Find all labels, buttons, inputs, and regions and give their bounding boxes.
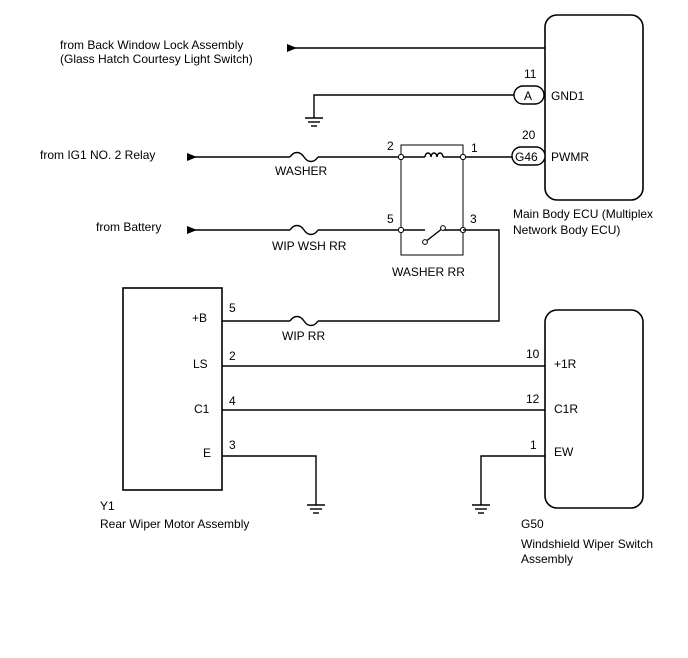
switch-pin-label-c1r: C1R	[554, 402, 578, 416]
wiper-switch-box	[544, 309, 644, 509]
relay-node-5	[397, 226, 405, 234]
pin-pwmr-number: 20	[522, 128, 536, 142]
motor-pin-label-e: E	[203, 446, 211, 460]
switch-pin-label-1r: +1R	[554, 357, 577, 371]
switch-pin-no-1r: 10	[526, 347, 540, 361]
fuse-wip-wsh-rr-icon	[289, 224, 319, 236]
source-ig1: from IG1 NO. 2 Relay	[40, 148, 155, 162]
arrow-battery-icon	[187, 226, 197, 234]
wire-relay-to-motor	[318, 229, 500, 322]
source-back-window-1: from Back Window Lock Assembly	[60, 38, 243, 52]
source-battery: from Battery	[96, 220, 161, 234]
connector-g46	[511, 146, 546, 166]
switch-name-1: Windshield Wiper Switch	[521, 537, 653, 551]
motor-pin-no-e: 3	[229, 438, 236, 452]
relay-contact-node-a	[422, 239, 428, 245]
arrow-ig1-icon	[187, 153, 197, 161]
wire-gnd1	[313, 94, 514, 118]
motor-pin-label-b: +B	[192, 311, 207, 325]
connector-g46-label: G46	[515, 150, 538, 164]
relay-contact-icon	[424, 227, 444, 243]
motor-pin-no-b: 5	[229, 301, 236, 315]
switch-pin-label-ew: EW	[554, 445, 574, 459]
rear-wiper-motor-box	[122, 287, 223, 491]
main-ecu-name-1: Main Body ECU (Multiplex	[513, 207, 653, 221]
switch-pin-no-ew: 1	[530, 438, 537, 452]
motor-name: Rear Wiper Motor Assembly	[100, 517, 249, 531]
switch-name-2: Assembly	[521, 552, 573, 566]
motor-pin-no-c1: 4	[229, 394, 236, 408]
ground-icon-motor	[307, 504, 325, 514]
relay-pin-1: 1	[471, 141, 478, 155]
fuse-wip-rr-icon	[289, 315, 319, 327]
main-ecu-name-2: Network Body ECU)	[513, 223, 620, 237]
pin-gnd1-number: 11	[524, 67, 537, 81]
ground-icon-switch	[472, 504, 490, 514]
switch-pin-no-c1r: 12	[526, 392, 540, 406]
main-body-ecu-box	[544, 14, 644, 201]
ground-icon-ecu	[305, 117, 323, 127]
relay-contact-node-b	[440, 225, 446, 231]
motor-pin-label-c1: C1	[194, 402, 210, 416]
motor-code: Y1	[100, 499, 115, 513]
motor-pin-no-ls: 2	[229, 349, 236, 363]
fuse-washer-label: WASHER	[275, 164, 328, 178]
relay-node-1	[459, 153, 467, 161]
fuse-wip-rr-label: WIP RR	[282, 329, 325, 343]
pin-gnd1-label: GND1	[551, 89, 585, 103]
wire-motor-ground	[222, 455, 317, 505]
relay-pin-3: 3	[470, 212, 477, 226]
switch-code: G50	[521, 517, 544, 531]
relay-coil-icon	[424, 152, 444, 158]
wire-switch-ground	[480, 455, 545, 505]
relay-node-2	[397, 153, 405, 161]
motor-pin-label-ls: LS	[193, 357, 208, 371]
arrow-back-window-icon	[287, 44, 297, 52]
relay-pin-2: 2	[387, 139, 394, 153]
pin-pwmr-label: PWMR	[551, 150, 589, 164]
source-back-window-2: (Glass Hatch Courtesy Light Switch)	[60, 52, 253, 66]
relay-washer-rr-label: WASHER RR	[392, 265, 465, 279]
fuse-washer-icon	[289, 151, 319, 163]
connector-a-label: A	[524, 89, 532, 103]
relay-pin-5: 5	[387, 212, 394, 226]
relay-washer-rr-box	[400, 144, 464, 256]
fuse-wip-wsh-rr-label: WIP WSH RR	[272, 239, 347, 253]
